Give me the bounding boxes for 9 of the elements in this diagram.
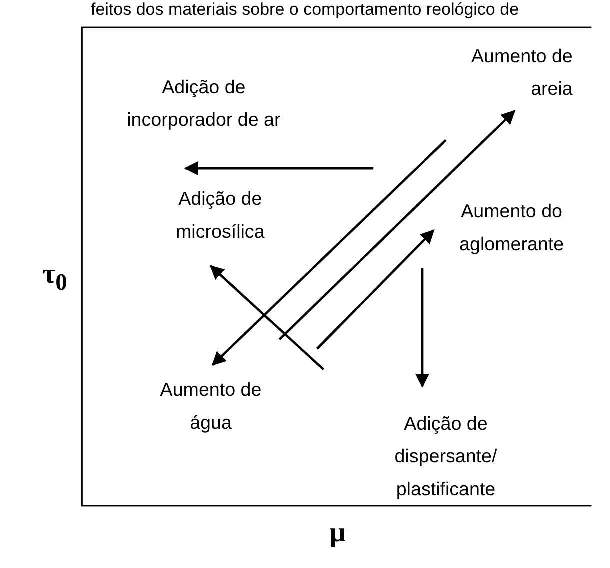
effect-label: Aumento de areia <box>470 45 573 102</box>
effect-label: Aumento do aglomerante <box>458 200 566 257</box>
effect-label: Adição de dispersante/ plastificante <box>394 412 498 502</box>
title: feitos dos materiais sobre o comportamento reológico de <box>90 0 520 20</box>
effect-label: Adição de microsílica <box>175 188 266 245</box>
x-axis-label: μ <box>328 518 347 548</box>
effect-label: Adição de incorporador de ar <box>126 76 282 133</box>
y-axis-label: τ$_{0}$ <box>42 260 68 298</box>
effect-label: Aumento de água <box>159 379 263 436</box>
